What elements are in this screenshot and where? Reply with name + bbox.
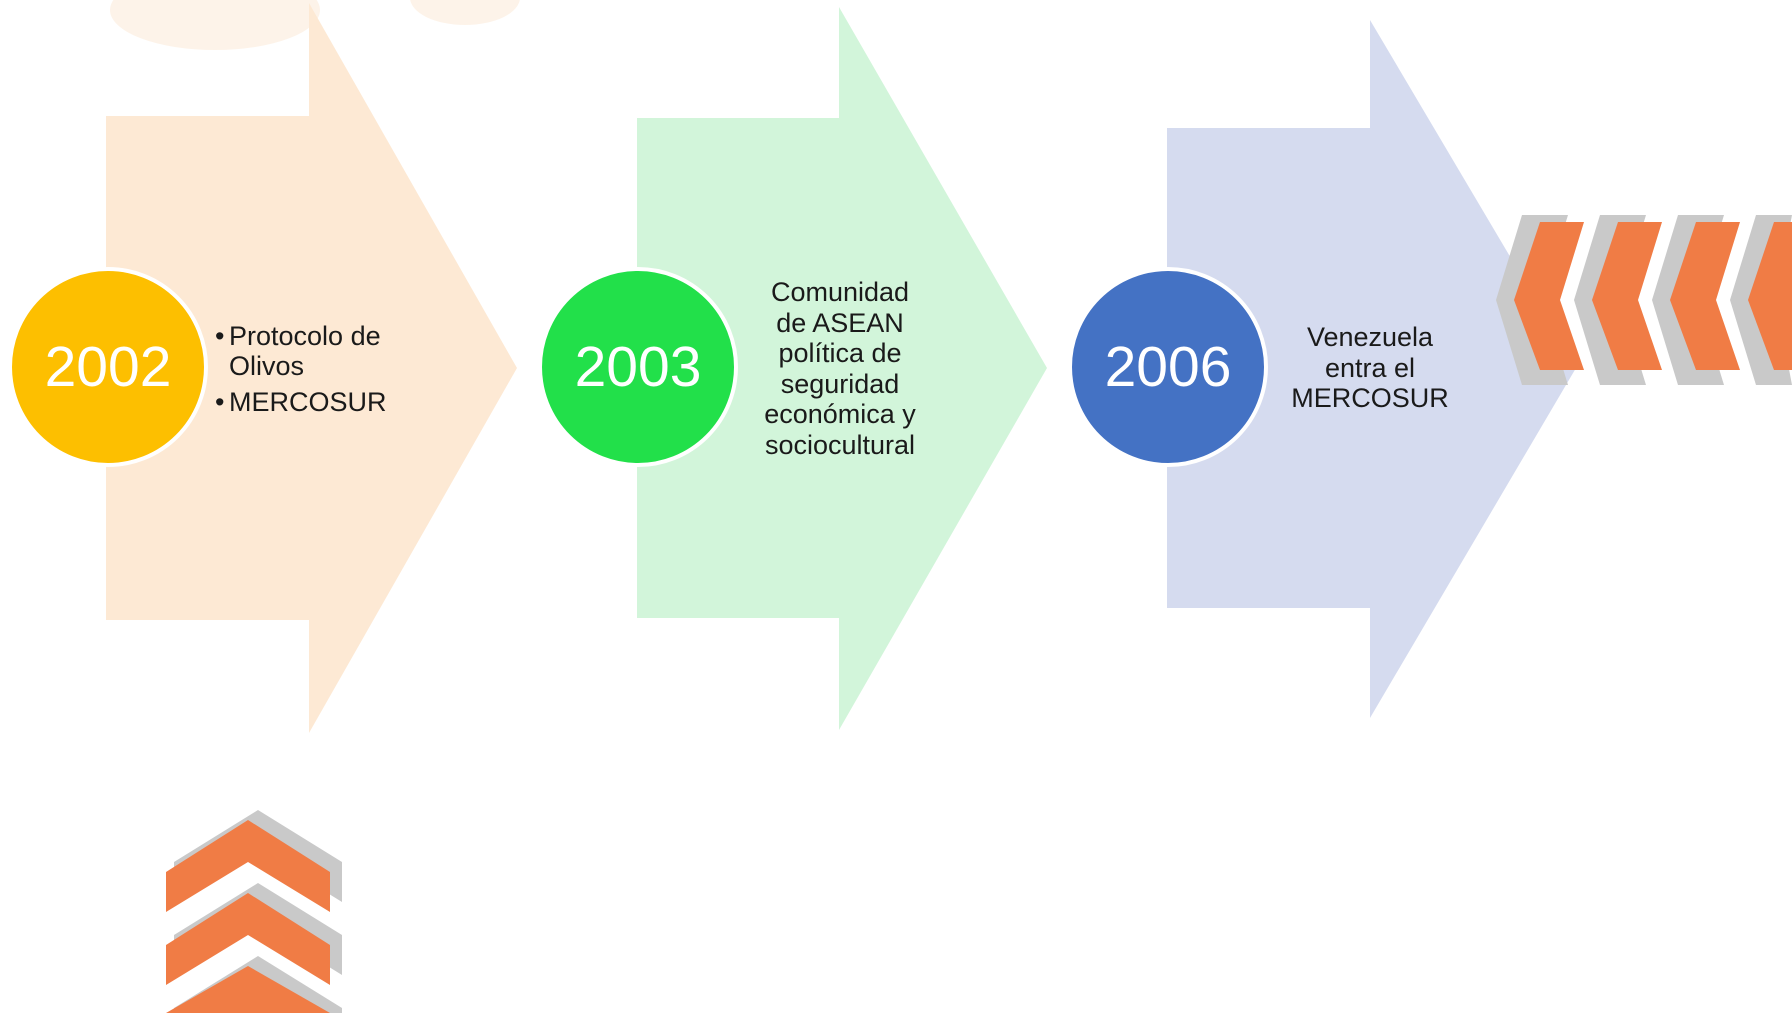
- arrow-shape-2003: [637, 7, 1047, 730]
- event-item: Protocolo de Olivos: [215, 321, 445, 381]
- chevrons-left-icon: [1496, 215, 1792, 385]
- year-circle-2002: 2002: [8, 267, 208, 467]
- year-circle-2006: 2006: [1068, 267, 1268, 467]
- year-circle-2003: 2003: [538, 267, 738, 467]
- event-text-2006: Venezuela entra el MERCOSUR: [1291, 322, 1449, 413]
- chevrons-up-icon: [166, 810, 342, 1013]
- events-2002: Protocolo de Olivos MERCOSUR: [215, 321, 445, 417]
- arrow-shape-2006: [1167, 20, 1576, 718]
- event-item: MERCOSUR: [215, 387, 445, 417]
- event-text-2003: Comunidad de ASEAN política de seguridad…: [764, 277, 916, 460]
